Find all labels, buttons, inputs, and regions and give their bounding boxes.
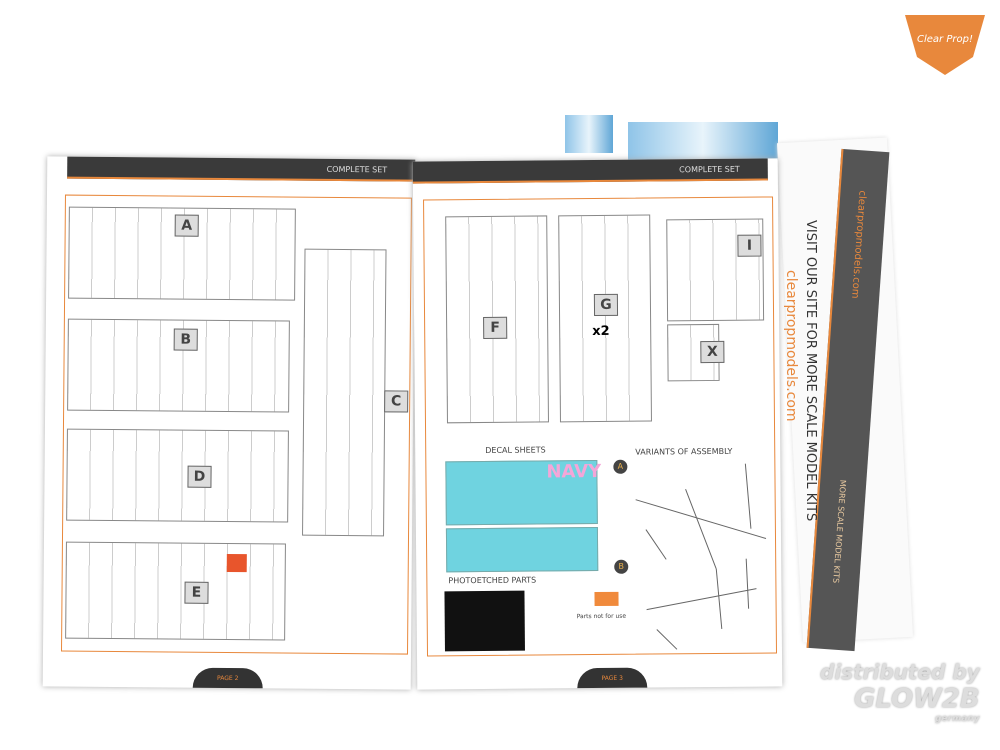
sprue-x: X	[667, 323, 725, 382]
page-header: COMPLETE SET	[67, 156, 416, 182]
decal-sheet-1: NAVY	[445, 460, 602, 526]
not-for-use-part	[226, 553, 247, 573]
distributor-watermark: distributed by GLOW2B germany	[820, 660, 980, 724]
photo-strip	[565, 115, 613, 153]
sprue-a: A	[68, 206, 296, 301]
logo-text: Clear Prop!	[917, 34, 973, 45]
brand-logo: Clear Prop!	[905, 15, 985, 75]
sprue-label: E	[184, 581, 209, 604]
sprue-label: I	[737, 234, 762, 257]
sprue-label: D	[187, 465, 212, 488]
sprue-label: G	[593, 293, 619, 317]
legend-text: Parts not for use	[576, 612, 627, 621]
watermark-line2: GLOW2B	[854, 684, 980, 714]
sprue-multiplier: x2	[592, 323, 610, 340]
not-for-use-swatch	[594, 591, 619, 607]
aircraft-drawings	[635, 463, 767, 650]
pe-title: PHOTOETCHED PARTS	[448, 575, 537, 586]
strip-url: clearpropmodels.com	[849, 190, 868, 299]
sprue-label: A	[174, 214, 199, 237]
sprue-label: F	[483, 316, 508, 339]
decal-navy: NAVY	[546, 460, 602, 483]
decal-sheet-2	[445, 527, 599, 573]
decal-title: DECAL SHEETS	[485, 445, 546, 455]
aircraft-variant-a	[635, 463, 767, 570]
watermark-line1: distributed by	[820, 660, 980, 684]
variants-title: VARIANTS OF ASSEMBLY	[635, 446, 733, 457]
page-number: PAGE 2	[192, 667, 263, 689]
aircraft-variant-b	[646, 558, 757, 650]
sprue-d: D	[66, 428, 289, 523]
page-header: COMPLETE SET	[412, 158, 768, 184]
sprue-i: I	[666, 218, 765, 322]
sprue-label: X	[700, 340, 725, 364]
sprue-e: E	[65, 541, 286, 641]
page-number: PAGE 3	[577, 667, 648, 689]
cta-text: VISIT OUR SITE FOR MORE SCALE MODEL KITS	[803, 220, 818, 522]
sprue-label: B	[173, 328, 198, 351]
photoetch-fret	[444, 590, 525, 652]
sprue-f: F	[445, 215, 549, 424]
strip-footer: MORE SCALE MODEL KITS	[831, 479, 848, 584]
left-page: COMPLETE SET A B C D E PAGE 2	[42, 156, 416, 690]
url-orange: clearpropmodels.com	[783, 270, 799, 422]
sprue-label: C	[384, 390, 409, 413]
sprue-b: B	[67, 318, 290, 413]
sprue-c: C	[302, 248, 409, 537]
watermark-line3: germany	[934, 714, 980, 724]
photo-strip	[628, 122, 778, 160]
